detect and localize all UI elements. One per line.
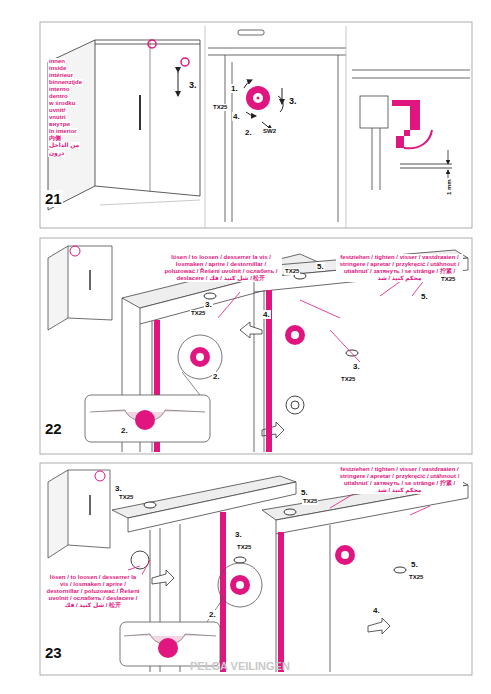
callout-label: من الداخل	[48, 142, 80, 149]
callout-label: interno	[48, 86, 70, 93]
step-number: 23	[44, 644, 63, 661]
callout-label: 3.	[204, 300, 213, 309]
callout-label: внутри	[48, 121, 71, 128]
callout-label: 4.	[262, 310, 271, 319]
callout-label: vnútri	[48, 114, 67, 121]
callout-label: 5.	[300, 488, 309, 497]
callout-label: TX25	[284, 268, 300, 275]
callout-label: TX25	[212, 104, 228, 111]
instruction-text: festziehen / tighten / visser / vastdraa…	[336, 466, 463, 494]
callout-label: درون	[48, 150, 65, 157]
callout-label: TX25	[190, 310, 206, 317]
callout-label: inside	[48, 65, 67, 72]
callout-label: 5.	[316, 262, 325, 271]
callout-label: dentro	[48, 93, 69, 100]
callout-label: TX25	[340, 376, 356, 383]
callout-label: TX25	[118, 494, 134, 501]
callout-label: 2.	[208, 610, 217, 619]
callout-label: 5.	[420, 292, 429, 301]
callout-label: w środku	[48, 100, 76, 107]
callout-label: TX25	[440, 276, 456, 283]
callout-label: în interior	[48, 128, 78, 135]
callout-label: SW2	[262, 128, 277, 135]
step-number: 21	[44, 190, 63, 207]
callout-label: 1.	[230, 84, 239, 93]
callout-label: intérieur	[48, 72, 74, 79]
callout-label: 1 mm	[446, 178, 453, 196]
callout-label: 3.	[352, 362, 361, 371]
callout-label: 内侧	[48, 135, 62, 142]
callout-label: uvnitř	[48, 107, 67, 114]
callout-label: 4.	[372, 606, 381, 615]
callout-label: 2.	[244, 128, 253, 137]
callout-label: innen	[48, 58, 66, 65]
callout-label: 4.	[232, 112, 241, 121]
callout-label: TX25	[302, 498, 318, 505]
instruction-text: lösen / to loosen / desserrer la vis / l…	[160, 254, 282, 282]
callout-label: 3.	[288, 96, 298, 106]
callout-label: 3.	[114, 484, 123, 493]
callout-label: binnenzijde	[48, 79, 83, 86]
callout-label: 2.	[212, 372, 221, 381]
callout-label: 2.	[120, 426, 129, 435]
callout-label: 5.	[410, 560, 419, 569]
callout-label: 3.	[234, 530, 243, 539]
step-number: 22	[44, 420, 63, 437]
callout-label: 3.	[188, 80, 198, 90]
callout-label: TX25	[236, 544, 252, 551]
instruction-text: lösen / to loosen / desserrer la vis / l…	[44, 574, 142, 608]
callout-label: TX25	[408, 574, 424, 581]
callout-label: PELGA VEILINGEN	[190, 660, 290, 673]
